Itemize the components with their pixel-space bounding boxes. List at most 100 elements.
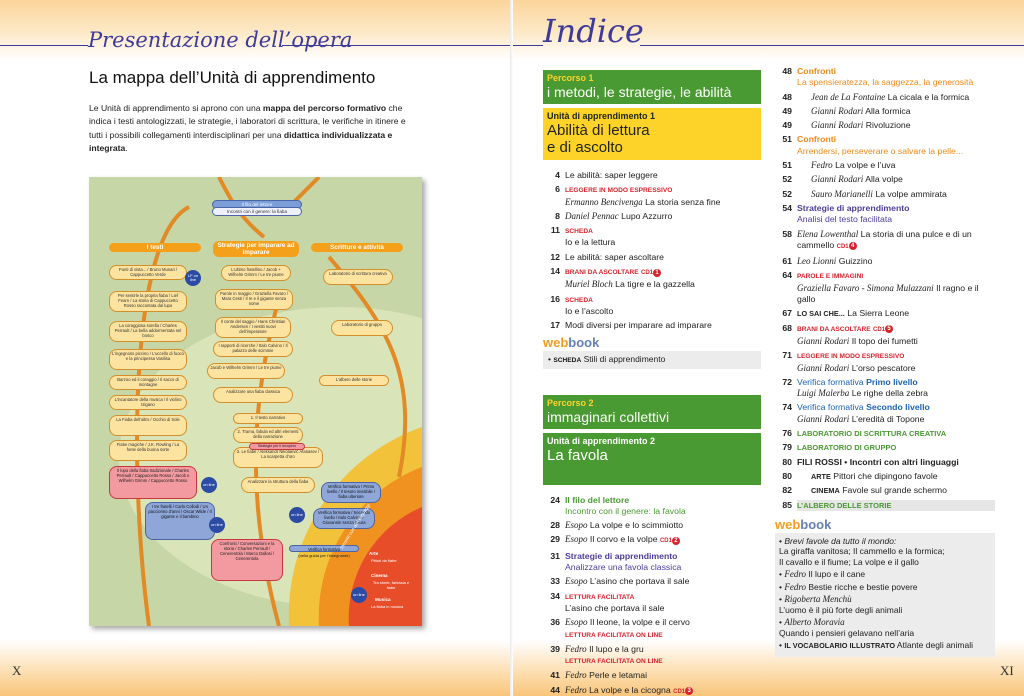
webook-item[interactable]: • Fedro Il lupo e il cane <box>779 569 866 580</box>
right-page-header: Indice <box>543 12 644 50</box>
toc-page-number: 68 <box>782 322 792 333</box>
left-page-header: Presentazione dell’opera <box>88 28 353 52</box>
webook-web-2: web <box>775 516 801 532</box>
map-strategia-3: Il conte del saggio / Hans Christian And… <box>215 317 291 338</box>
map-strategia-4: I rapporti di ricerche / Italo Calvino /… <box>213 341 293 357</box>
toc-entry-line2: Muriel Bloch La tigre e la gazzella <box>565 279 761 290</box>
webook-item[interactable]: • IL VOCABOLARIO ILLUSTRATO Atlante degl… <box>779 640 973 651</box>
map-online-badge-3: on line <box>289 507 305 523</box>
map-strategia-10: Analizzare la struttura della fiaba <box>241 477 315 493</box>
toc-title: La storia di una pulce e di un cammello <box>797 228 972 250</box>
webook-item[interactable]: • Brevi favole da tutto il mondo:La gira… <box>779 535 945 567</box>
percorso-2-title: immaginari collettivi <box>547 408 670 425</box>
toc-title: La Sierra Leone <box>847 308 910 319</box>
toc-page-number: 74 <box>782 402 792 413</box>
toc-entry: LETTURA FACILITATA <box>565 591 761 603</box>
webook-item[interactable]: • Rigoberta Menchù L’uomo è il più forte… <box>779 594 903 615</box>
toc-author: Fedro <box>565 684 587 695</box>
toc-author: Esopo <box>565 534 588 545</box>
toc-entry-line3: LETTURA FACILITATA ON LINE <box>565 629 761 641</box>
toc-page-number: 85 <box>782 499 792 510</box>
toc-rubric: LEGGERE IN MODO ESPRESSIVO <box>797 353 905 361</box>
map-arc-arte-sub: Pittori da fiabe <box>371 558 397 563</box>
webook-title: Bestie ricche e bestie povere <box>808 581 918 592</box>
webook-item[interactable]: • Fedro Bestie ricche e bestie povere <box>779 581 918 592</box>
intro-segment: Le Unità di apprendimento si aprono con … <box>89 103 263 113</box>
toc-entry-line2: Io e la lettura <box>565 237 761 248</box>
toc-heading: Strategie di apprendimento <box>565 550 678 561</box>
map-verifica-online: Verifica formativa <box>289 545 359 552</box>
webook-1-bullet: • <box>548 353 551 364</box>
toc-page-number: 39 <box>550 643 560 654</box>
webook-1-item[interactable]: Stili di apprendimento <box>583 353 666 364</box>
map-online-badge-4: on line <box>351 587 367 603</box>
toc-title: Pittori che dipingono favole <box>833 470 938 481</box>
webook-item[interactable]: • Alberto Moravia Quando i pensieri gela… <box>779 617 915 638</box>
toc-page-number: 79 <box>782 442 792 453</box>
toc-title: Io e la lettura <box>565 237 616 248</box>
toc-entry-line2: Jean de La Fontaine La cicala e la formi… <box>811 92 995 103</box>
toc-title: Le abilità: saper leggere <box>565 170 658 180</box>
toc-author: Gianni Rodari <box>811 120 864 131</box>
toc-row[interactable]: 79 LABORATORIO DI GRUPPO <box>775 442 995 453</box>
toc-heading: Confronti <box>797 66 837 76</box>
toc-entry-line2: Graziella Favaro - Simona Mulazzani Il r… <box>797 283 995 306</box>
page-spine <box>510 0 513 696</box>
cd-track-number: 4 <box>848 242 857 251</box>
intro-segment: che indica i testi antologizzati, le str… <box>89 103 406 140</box>
toc-entry: LABORATORIO DI GRUPPO <box>797 442 995 453</box>
toc-page-number: 51 <box>782 160 792 171</box>
toc-title: Favole sul grande schermo <box>842 485 948 496</box>
toc-author: Fedro <box>565 643 587 654</box>
toc-heading: Secondo livello <box>866 402 930 413</box>
header-rule-left <box>0 45 88 46</box>
cd-label: CD1 <box>673 688 686 695</box>
toc-title: La volpe e l’uva <box>835 160 896 171</box>
map-confronti: Confronti / Conversazioni e la storia / … <box>211 539 283 581</box>
